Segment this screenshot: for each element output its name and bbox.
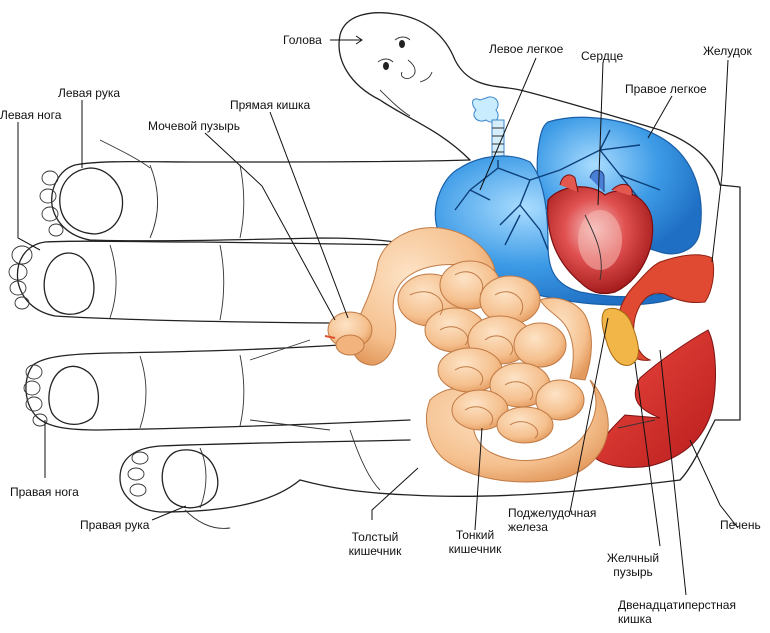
foot-right-leg — [23, 364, 99, 427]
label-duodenum-line1: Двенадцатиперстная — [618, 598, 736, 612]
label-liver: Печень — [720, 518, 761, 532]
label-right-arm: Правая рука — [80, 518, 150, 532]
label-bladder: Мочевой пузырь — [148, 119, 240, 133]
trachea — [472, 96, 505, 161]
label-small-intestine: Тонкий кишечник — [440, 528, 510, 556]
label-large-intestine: Толстый кишечник — [340, 530, 410, 558]
label-gallbladder-line1: Желчный — [606, 551, 660, 565]
foot-left-leg — [8, 245, 95, 315]
small-intestine-shape — [397, 260, 585, 444]
rectum-shape — [324, 311, 373, 356]
palm-bottom-outline — [299, 479, 681, 497]
label-small-intestine-line2: кишечник — [448, 542, 502, 556]
label-heart: Сердце — [581, 49, 624, 63]
label-duodenum: Двенадцатиперстная кишка — [618, 598, 736, 626]
heart-shape — [547, 169, 654, 295]
label-right-lung: Правое легкое — [625, 82, 707, 96]
label-left-lung: Левое легкое — [489, 42, 564, 56]
finger-right-leg — [25, 344, 411, 431]
label-left-arm: Левая рука — [58, 86, 121, 100]
label-pancreas: Поджелудочная железа — [508, 506, 596, 534]
label-large-intestine-line2: кишечник — [348, 544, 402, 558]
stomach-shape — [616, 254, 715, 361]
label-left-leg: Левая нога — [0, 108, 62, 122]
label-pancreas-line2: железа — [508, 520, 548, 534]
label-head: Голова — [283, 33, 322, 47]
label-large-intestine-line1: Толстый — [351, 530, 399, 544]
thumb-head-outline — [338, 12, 741, 481]
label-right-leg: Правая нога — [10, 485, 79, 499]
face — [377, 36, 433, 117]
label-small-intestine-line1: Тонкий — [455, 528, 495, 542]
label-rectum: Прямая кишка — [230, 98, 311, 112]
finger-right-arm — [119, 439, 411, 513]
hand-right-arm — [127, 449, 231, 529]
liver-shape — [591, 329, 716, 468]
leader-lines — [17, 35, 739, 596]
label-gallbladder-line2: пузырь — [613, 565, 653, 579]
label-pancreas-line1: Поджелудочная — [508, 506, 597, 520]
label-gallbladder: Желчный пузырь — [598, 551, 668, 579]
label-stomach: Желудок — [703, 44, 752, 58]
finger-left-leg — [16, 240, 411, 331]
label-duodenum-line2: кишка — [618, 612, 652, 626]
foot-left-arm — [39, 139, 151, 237]
gallbladder-shape — [601, 307, 639, 366]
